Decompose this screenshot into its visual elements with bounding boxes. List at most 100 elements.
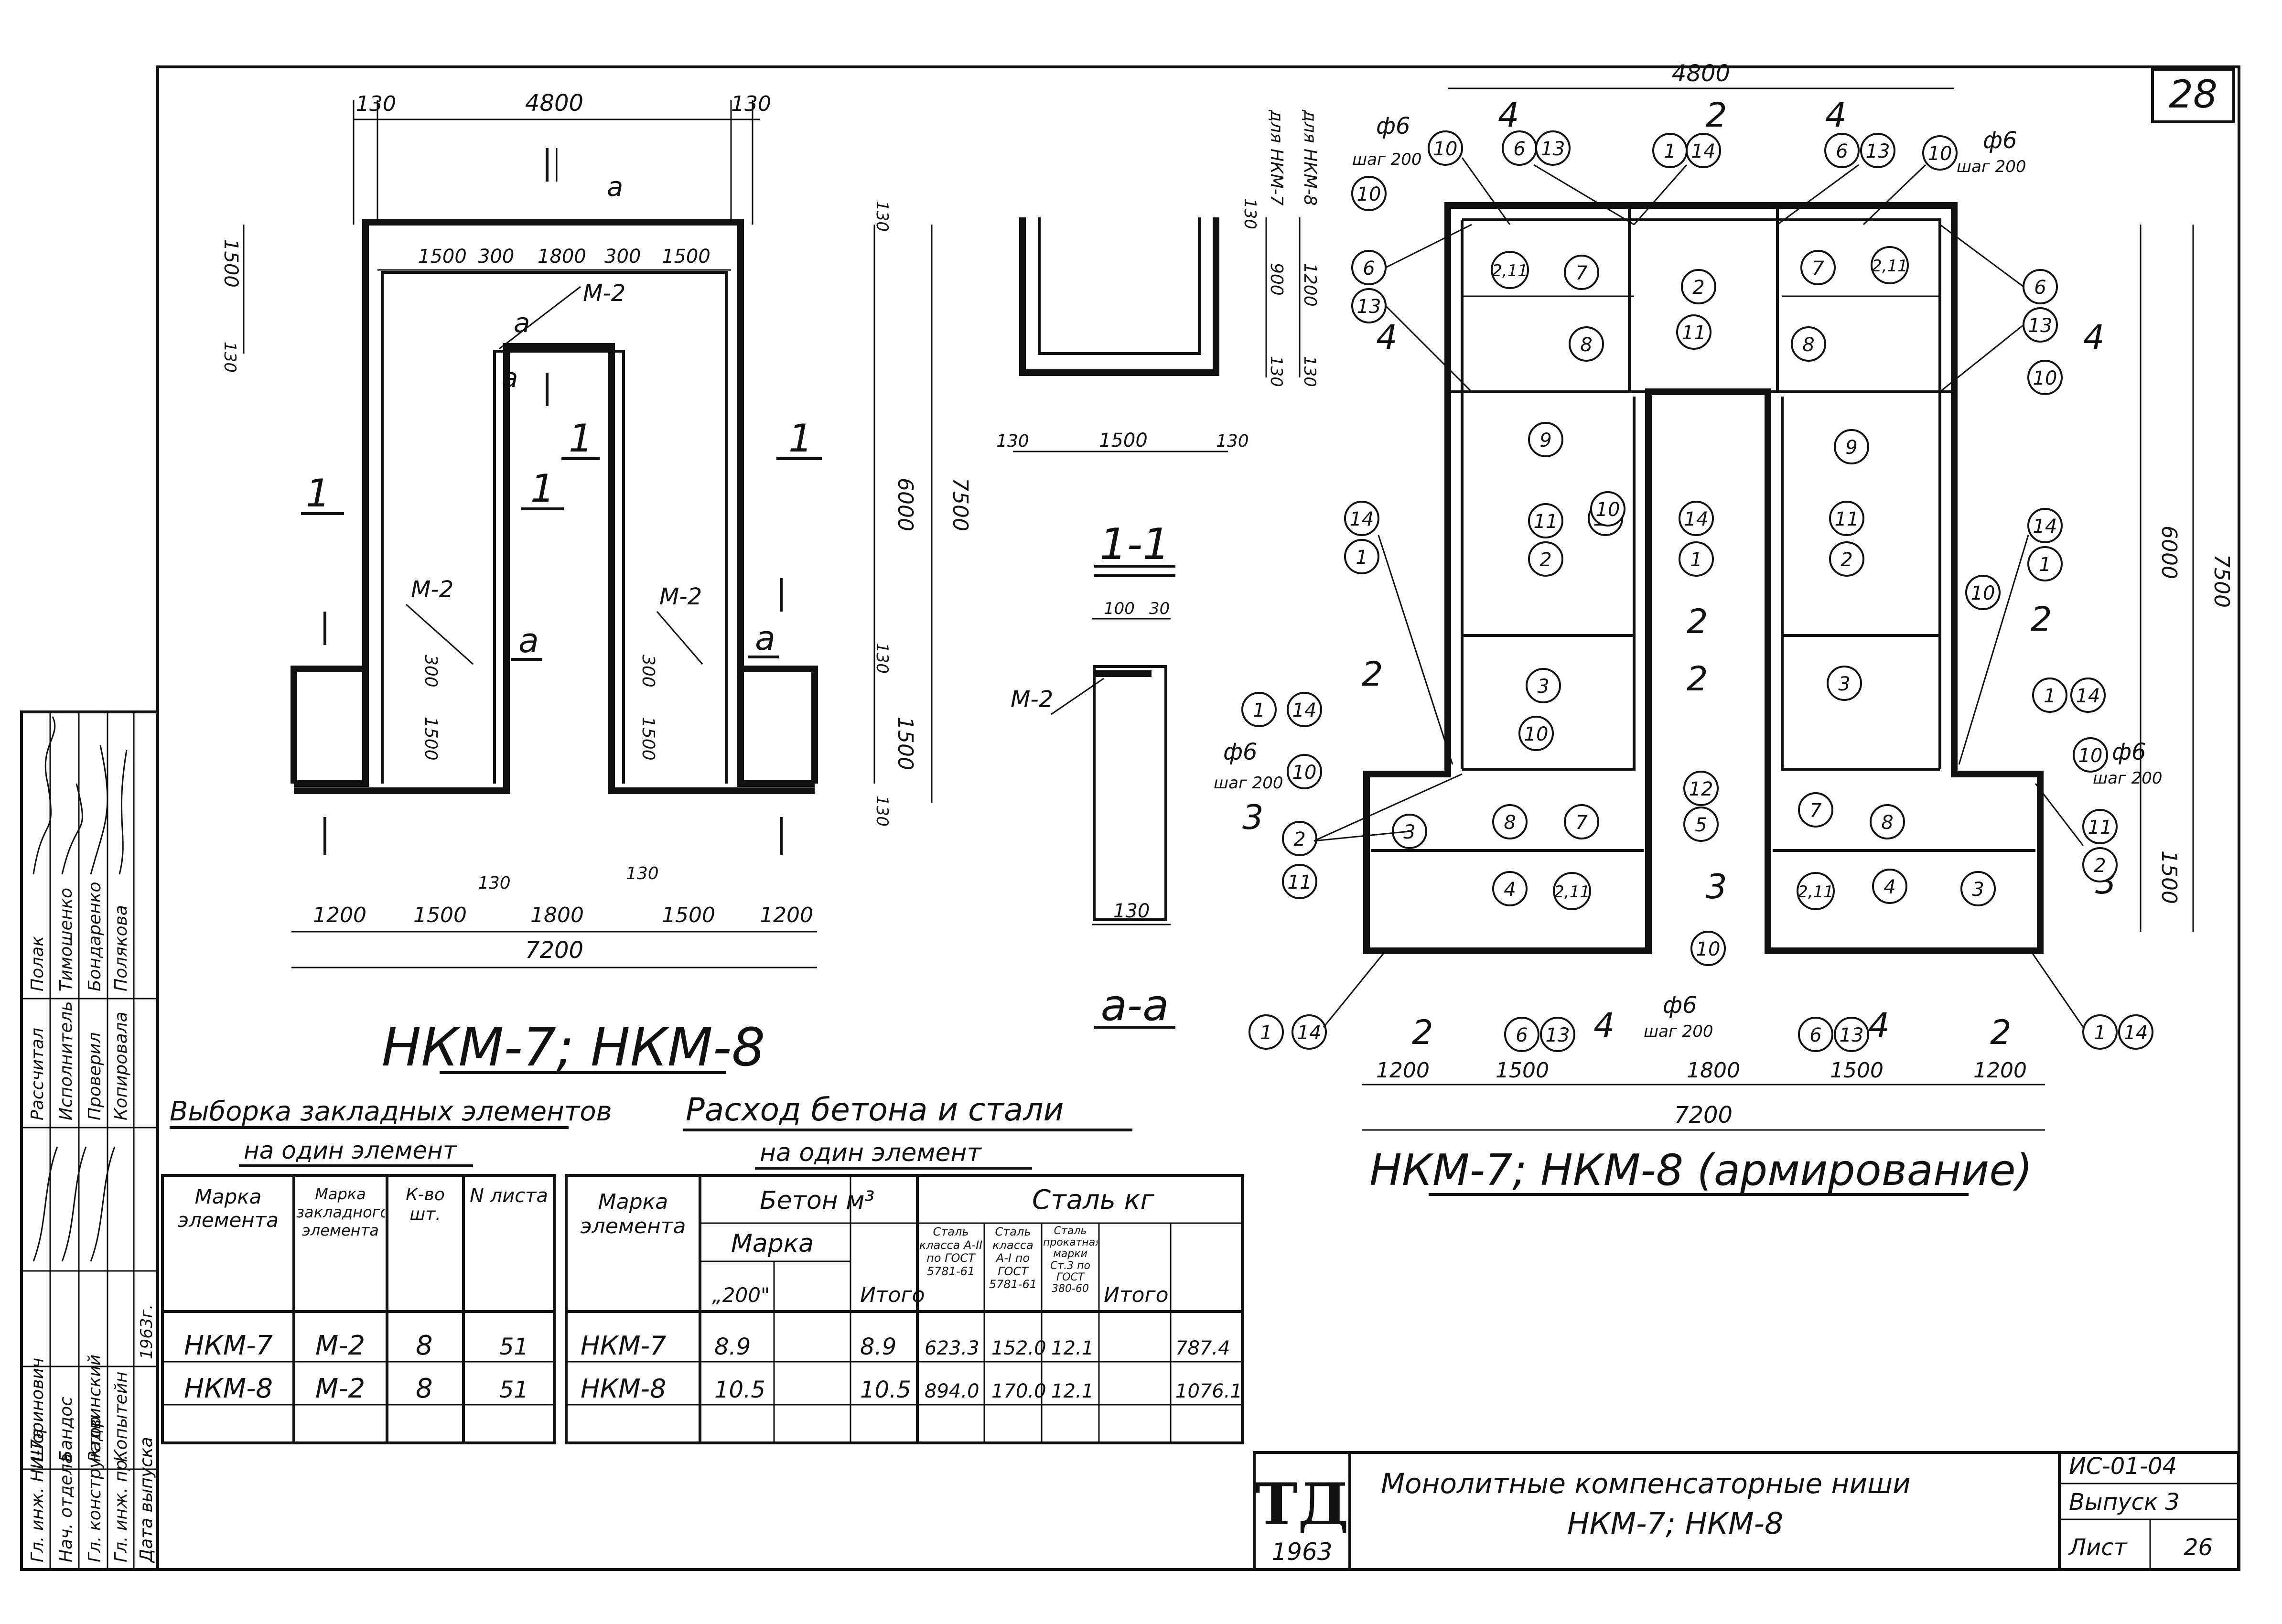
bubble-label: 9: [1539, 430, 1551, 452]
td-cons-r1-c1: НКМ-7: [581, 1331, 666, 1361]
section-label-a-mid: a: [514, 308, 530, 339]
rebar-bubbles-left: 10 6 13 14 1 1 14 10 2 11 1 14 6 13: [1241, 176, 1575, 1052]
bubble-item: 10: [1351, 176, 1387, 211]
bubble-label: 2: [1539, 549, 1551, 571]
bubble-item: 2,11: [1871, 246, 1909, 284]
bubble-label: 11: [2088, 817, 2112, 839]
plan-outer-wall: [291, 219, 818, 784]
bubble-item: 8: [1791, 326, 1826, 362]
table-embedded-subtitle: на один элемент: [244, 1137, 458, 1164]
th-embedded-qty-text: К-во шт.: [406, 1185, 445, 1224]
rv-step-label-mr: ф6: [2112, 739, 2146, 765]
th-cons-steel-3-text: Сталь прокатная марки Ст.3 по ГОСТ 380-6…: [1043, 1226, 1098, 1295]
bubble-label: 1: [1356, 547, 1367, 569]
stamp-sheet-label: Лист: [2068, 1534, 2128, 1561]
section-a-a-title: а-а: [1101, 980, 1169, 1031]
signature-scribble-2: [61, 783, 83, 875]
bubble-item: 6: [1351, 250, 1387, 285]
rv-step-label-tr: ф6: [1983, 127, 2017, 154]
dim-total: 7200: [525, 937, 583, 964]
rv-mark-2-mid-b: 2: [1687, 659, 1708, 699]
rv-step-sub-b: шаг 200: [1644, 1022, 1713, 1041]
th-cons-steel-1: Сталь класса А-II по ГОСТ 5781-61: [919, 1226, 983, 1278]
section-label-1d: 1: [788, 416, 813, 461]
plan-left-pocket: [294, 669, 369, 787]
bubble-item: 2: [2082, 847, 2118, 882]
bubble-label: 10: [1596, 499, 1620, 521]
rv-mark-2-left: 2: [1362, 655, 1383, 694]
s11-dim-100: 100: [1104, 599, 1135, 618]
sv-dim-bottom-3: 130: [1216, 431, 1249, 451]
plan-bottom-slab: [294, 343, 815, 794]
plan-right-pocket: [737, 669, 815, 787]
bubble-item: 9: [1834, 429, 1869, 464]
th-embedded-qty: К-во шт.: [406, 1185, 445, 1224]
td-cons-r1-c5: 623.3: [925, 1337, 980, 1359]
td-cons-r1-c7: 12.1: [1051, 1337, 1094, 1359]
bubble-label: 2: [1692, 277, 1704, 299]
side-role-2: Нач. отдела: [56, 1453, 76, 1562]
sv-dim-bottom-2: 1500: [1099, 430, 1148, 452]
bubble-item: 13: [1540, 1017, 1575, 1052]
bubble-item: 6: [1824, 133, 1860, 168]
sheet-number-box: [2151, 68, 2235, 123]
bubble-item: 1: [1241, 692, 1277, 727]
bubble-label: 8: [1881, 812, 1893, 834]
bubble-item: 14: [2118, 1014, 2153, 1050]
bubble-label: 7: [1809, 800, 1822, 822]
bubble-item: 7: [1564, 255, 1599, 290]
rv-dim-1500: 1500: [2157, 850, 2181, 904]
td-cons-r2-c4: 10.5: [860, 1377, 911, 1403]
bubble-item: 4: [1492, 871, 1528, 906]
bubble-label: 12: [1689, 778, 1713, 800]
bubble-item: 2: [1681, 269, 1716, 304]
bubble-item: 10: [1922, 135, 1958, 171]
td-emb-r1-c4: 51: [499, 1334, 528, 1360]
bubble-label: 10: [1357, 183, 1381, 205]
section-1-1: 1-1 100 30 130 М-2 а-а: [1011, 519, 1175, 1031]
dim-misc-1500a: 1500: [421, 717, 441, 761]
s11-dim-130: 130: [1113, 900, 1150, 922]
dim-bottom-1: 1200: [313, 903, 366, 927]
th-embedded-sheet-text: N листа: [469, 1185, 548, 1207]
bubble-label: 8: [1580, 334, 1592, 356]
bubble-item: 10: [1965, 575, 2001, 610]
section-u-outline: [1019, 217, 1219, 376]
stamp-issue: Выпуск 3: [2069, 1489, 2180, 1516]
plan-inner-face: [381, 271, 728, 784]
bubble-label: 11: [1534, 511, 1558, 533]
plan-view-title: НКМ-7; НКМ-8: [382, 1017, 765, 1078]
bubble-item: 13: [1860, 133, 1895, 168]
bubble-label: 2: [1293, 828, 1305, 850]
dim-misc-300b: 300: [638, 655, 658, 688]
bubble-item: 7: [1564, 804, 1599, 839]
bubble-item: 1: [2082, 1014, 2118, 1050]
signature-scribble-4: [118, 750, 128, 875]
bubble-label: 13: [2028, 315, 2053, 337]
side-role-4: Гл. инж. пр.: [111, 1454, 131, 1562]
th-cons-mark-text: Марка элемента: [580, 1190, 686, 1238]
section-label-nkm7: для НКМ-7: [1267, 109, 1286, 206]
side-role2-1: Рассчитал: [28, 1028, 47, 1120]
bubble-label: 6: [2034, 277, 2046, 299]
bubble-item: 13: [1351, 288, 1387, 323]
dim-right-6000: 6000: [893, 478, 917, 531]
rebar-bubbles-top: 10 6 13 1 14 6 13 10: [1428, 130, 1958, 171]
bubble-item: 1: [1679, 541, 1714, 577]
bubble-item: 1: [1344, 539, 1379, 574]
th-cons-mark: Марка элемента: [580, 1190, 686, 1238]
bubble-item: 1: [1652, 133, 1688, 168]
bubble-label: 13: [1866, 140, 1890, 162]
bubble-item: 13: [1535, 130, 1571, 166]
bubble-item: 2,11: [1797, 872, 1835, 910]
bubble-item: 14: [1686, 133, 1721, 168]
rv-step-label-b: ф6: [1663, 992, 1697, 1019]
signature-scribble-6: [61, 1146, 87, 1262]
rv-mark-4-bottom-right: 4: [1868, 1006, 1890, 1045]
bubble-label: 6: [1513, 138, 1525, 160]
side-name-3: Радвинский: [85, 1355, 105, 1462]
rv-mark-4-bottom-left: 4: [1593, 1006, 1615, 1045]
bubble-label: 3: [1838, 673, 1850, 695]
section-label-a-low: a: [502, 363, 518, 394]
